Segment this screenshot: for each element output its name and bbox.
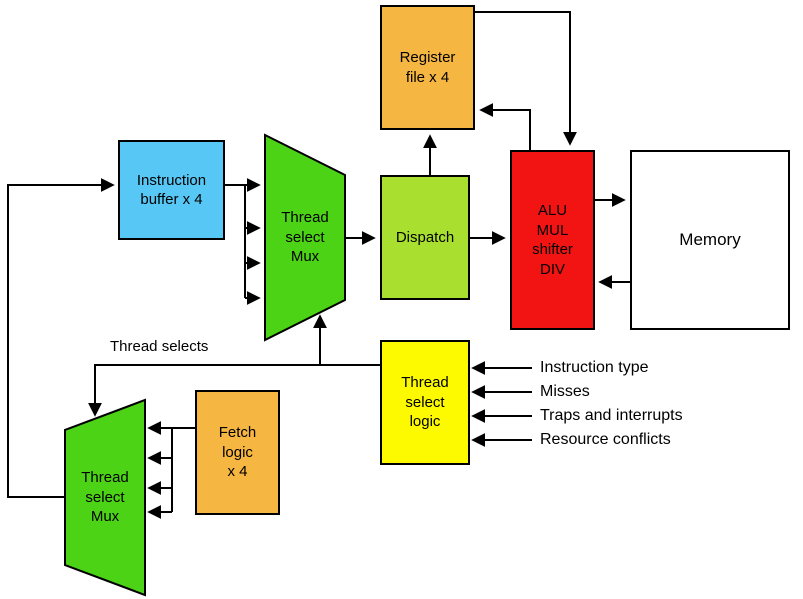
memory-block: Memory (630, 150, 790, 330)
instruction-type-label: Instruction type (540, 359, 649, 376)
traps-and-interrupts-label: Traps and interrupts (540, 407, 683, 424)
thread-select-mux-bottom-shape (64, 398, 146, 597)
wire-thread-selects (88, 364, 380, 417)
wire-bottom-mux-to-instruction-buffer (7, 178, 115, 498)
resource-conflicts-label: Resource conflicts (540, 431, 671, 448)
wire-alu-to-register-file (479, 103, 531, 150)
instruction-buffer-block: Instruction buffer x 4 (118, 140, 225, 240)
register-file-block: Register file x 4 (380, 5, 475, 130)
thread-selects-label: Thread selects (110, 338, 209, 355)
alu-block: ALU MUL shifter DIV (510, 150, 595, 330)
thread-select-logic-block: Thread select logic (380, 340, 470, 465)
misses-label: Misses (540, 383, 590, 400)
thread-select-mux-top-shape (264, 133, 346, 342)
dispatch-block: Dispatch (380, 175, 470, 300)
fetch-logic-block: Fetch logic x 4 (195, 390, 280, 515)
wire-register-file-to-alu (475, 11, 577, 146)
